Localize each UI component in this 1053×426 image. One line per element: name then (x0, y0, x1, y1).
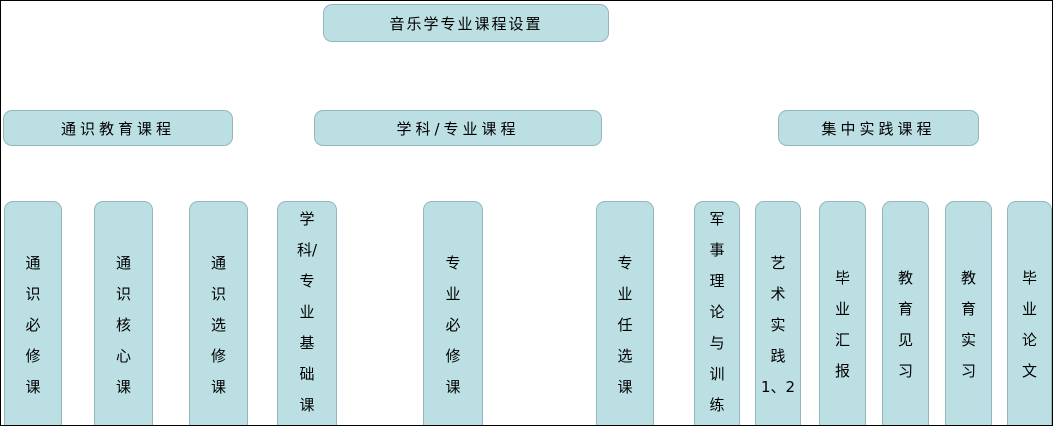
node-general-education-courses: 通识教育课程 (3, 110, 233, 146)
node-concentrated-practice-courses: 集中实践课程 (778, 110, 979, 146)
node-discipline-foundation-course: 学 科/ 专 业 基 础 课 (277, 201, 337, 425)
node-general-elective-course: 通 识 选 修 课 (189, 201, 248, 425)
node-general-required-course: 通 识 必 修 课 (4, 201, 62, 425)
node-major-required-course: 专 业 必 修 课 (423, 201, 483, 425)
node-discipline-major-courses: 学科/专业课程 (314, 110, 602, 146)
node-major-elective-course: 专 业 任 选 课 (596, 201, 654, 425)
node-education-internship: 教 育 实 习 (945, 201, 992, 425)
node-graduation-thesis: 毕 业 论 文 (1007, 201, 1052, 425)
node-education-observation: 教 育 见 习 (882, 201, 929, 425)
node-art-practice-1-2: 艺 术 实 践 1、2 (755, 201, 801, 425)
node-graduation-report: 毕 业 汇 报 (819, 201, 866, 425)
node-military-theory-training: 军 事 理 论 与 训 练 (694, 201, 740, 425)
node-root-curriculum-title: 音乐学专业课程设置 (323, 4, 609, 42)
node-general-core-course: 通 识 核 心 课 (94, 201, 153, 425)
